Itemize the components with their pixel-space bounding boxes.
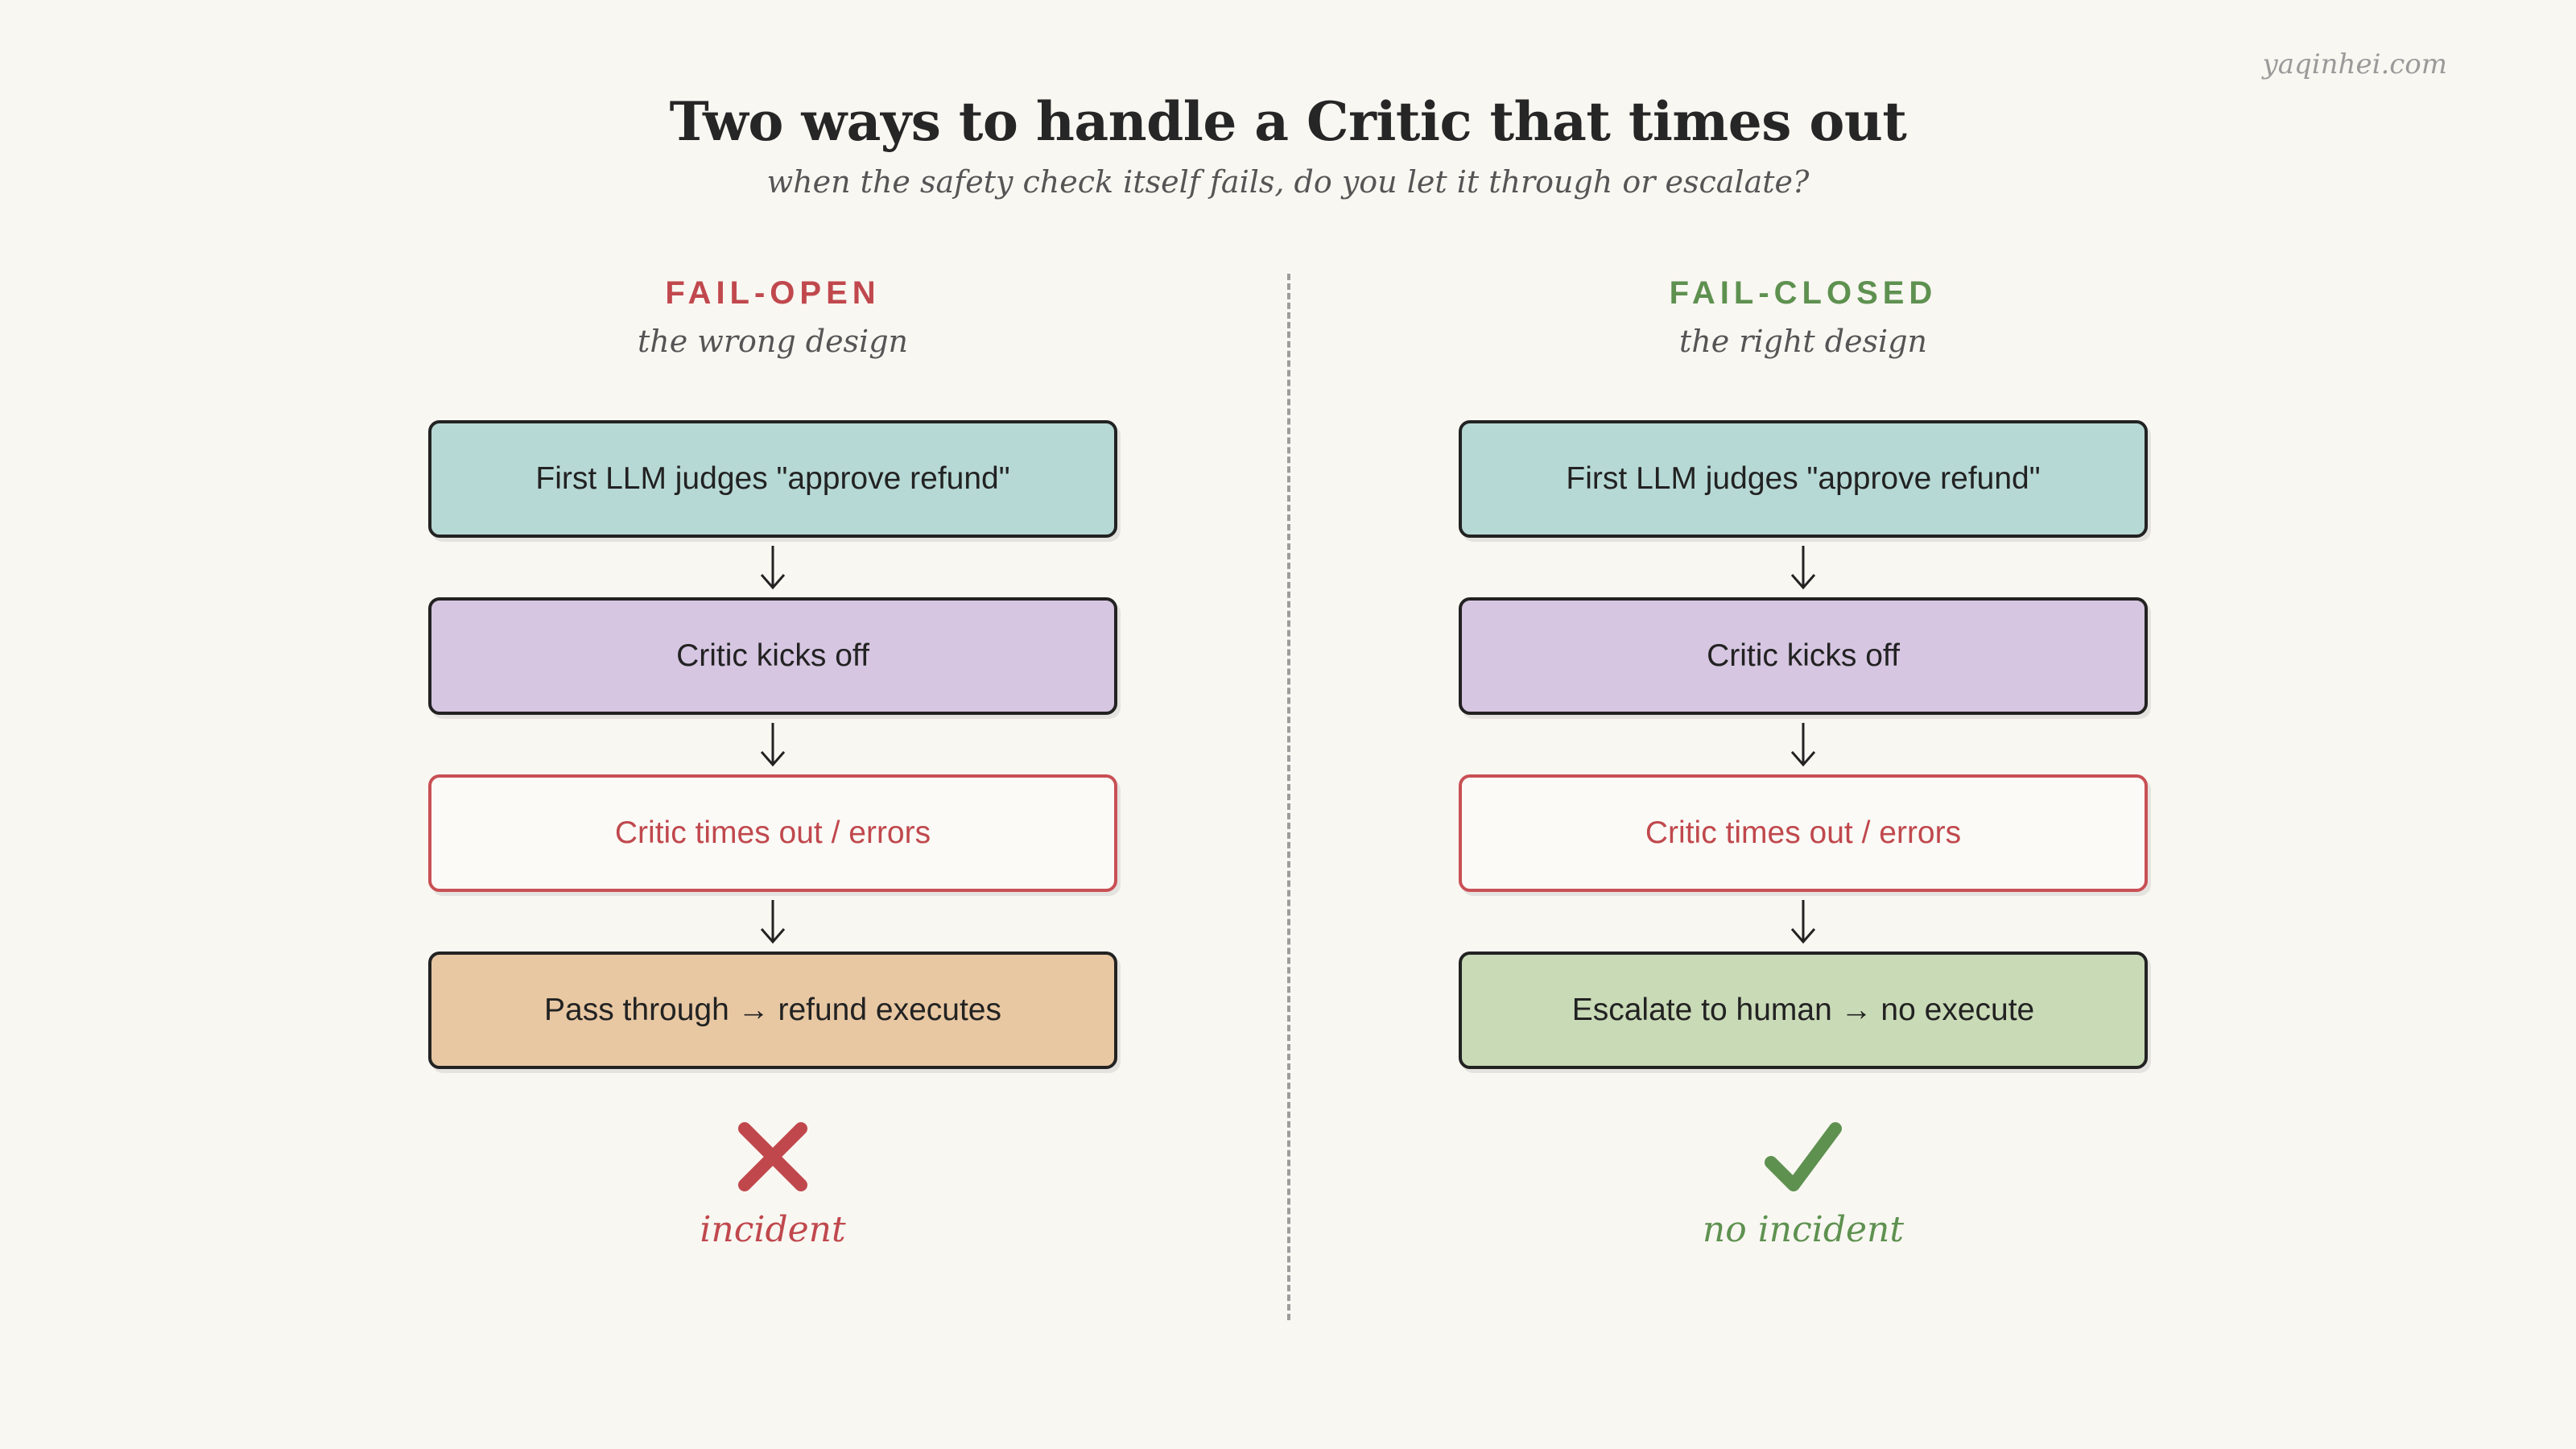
fail-open-column: FAIL-OPEN the wrong design First LLM jud…	[428, 272, 1117, 1250]
left-step-pass-through: Pass through → refund executes	[428, 952, 1117, 1069]
down-arrow-icon	[760, 546, 786, 590]
right-step-critic-kicks-off: Critic kicks off	[1459, 597, 2148, 715]
right-step-llm-judges: First LLM judges "approve refund"	[1459, 420, 2148, 538]
left-step-llm-judges: First LLM judges "approve refund"	[428, 420, 1117, 538]
fail-open-subheading: the wrong design	[637, 324, 909, 359]
down-arrow-icon	[1790, 546, 1816, 590]
cross-icon	[738, 1122, 807, 1191]
left-step-critic-kicks-off: Critic kicks off	[428, 597, 1117, 715]
column-divider	[1287, 274, 1290, 1320]
fail-open-heading: FAIL-OPEN	[665, 275, 881, 311]
page-subtitle: when the safety check itself fails, do y…	[766, 164, 1810, 200]
checkmark-icon	[1765, 1122, 1842, 1191]
right-step-critic-times-out: Critic times out / errors	[1459, 774, 2148, 892]
fail-open-outcome: incident	[428, 1121, 1117, 1250]
fail-open-outcome-label: incident	[700, 1209, 846, 1250]
down-arrow-icon	[1790, 900, 1816, 944]
fail-closed-flow: First LLM judges "approve refund" Critic…	[1459, 420, 2148, 1069]
left-step-critic-times-out: Critic times out / errors	[428, 774, 1117, 892]
fail-closed-outcome-label: no incident	[1702, 1209, 1905, 1250]
fail-closed-heading: FAIL-CLOSED	[1669, 275, 1938, 311]
page-title: Two ways to handle a Critic that times o…	[669, 90, 1907, 153]
down-arrow-icon	[1790, 723, 1816, 767]
fail-closed-column: FAIL-CLOSED the right design First LLM j…	[1459, 272, 2148, 1250]
right-step-escalate: Escalate to human → no execute	[1459, 952, 2148, 1069]
fail-open-flow: First LLM judges "approve refund" Critic…	[428, 420, 1117, 1069]
down-arrow-icon	[760, 900, 786, 944]
fail-closed-outcome: no incident	[1459, 1121, 2148, 1250]
watermark: yaqinhei.com	[2262, 48, 2447, 80]
down-arrow-icon	[760, 723, 786, 767]
fail-closed-subheading: the right design	[1678, 324, 1928, 359]
